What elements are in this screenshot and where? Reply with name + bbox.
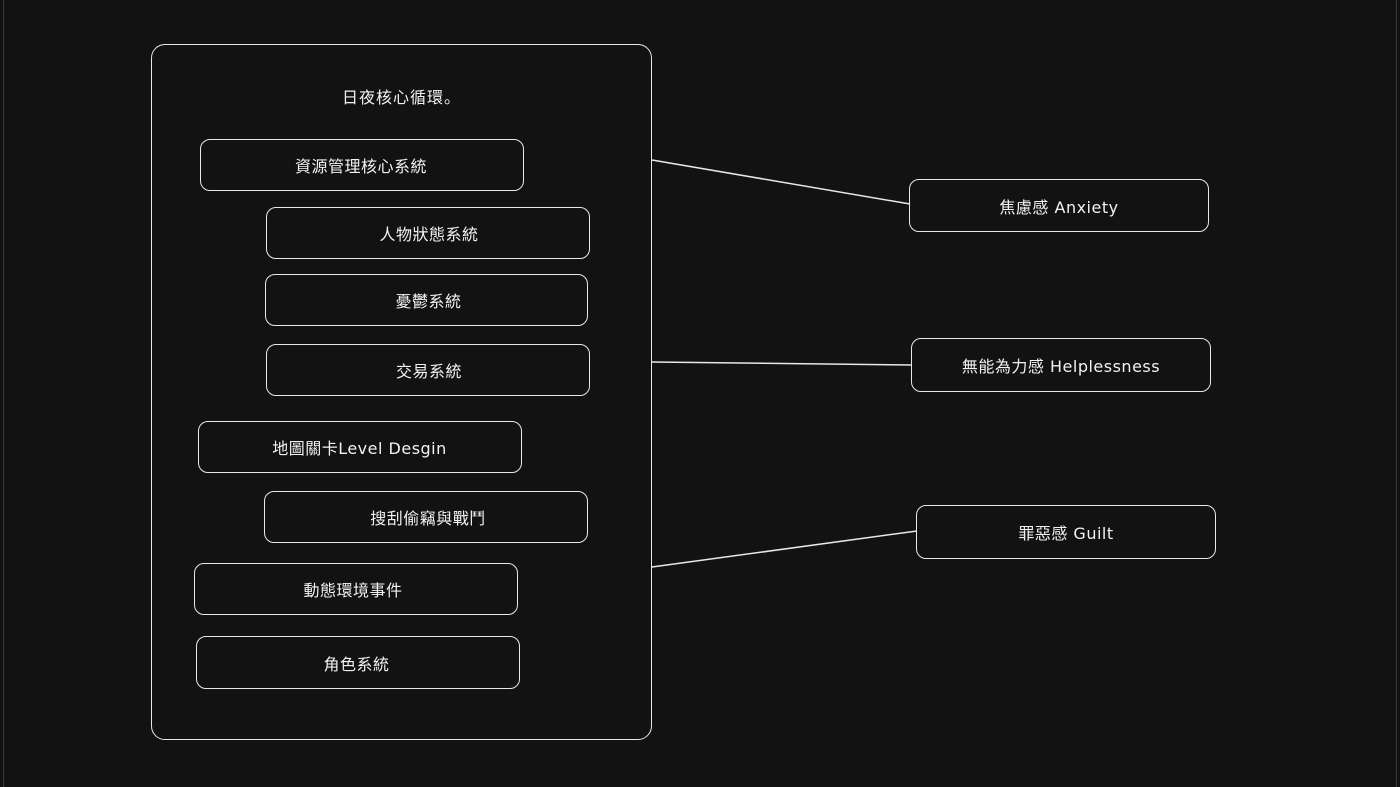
emotion-label: 罪惡感 Guilt (1018, 524, 1114, 543)
emotion-label: 無能為力感 Helplessness (961, 357, 1161, 376)
system-box-scavenge-steal-combat[interactable]: 搜刮偷竊與戰鬥 (264, 491, 588, 543)
system-box-depression[interactable]: 憂鬱系統 (265, 274, 588, 326)
core-loop-title: 日夜核心循環。 (341, 88, 461, 107)
system-label: 憂鬱系統 (395, 292, 462, 311)
system-box-level-design[interactable]: 地圖關卡Level Desgin (198, 421, 522, 473)
system-box-dynamic-events[interactable]: 動態環境事件 (194, 563, 518, 615)
system-label: 搜刮偷竊與戰鬥 (370, 509, 486, 528)
emotion-box-guilt[interactable]: 罪惡感 Guilt (916, 505, 1216, 559)
system-label: 動態環境事件 (303, 581, 403, 600)
system-label: 人物狀態系統 (379, 225, 479, 244)
core-loop-container[interactable] (151, 44, 652, 740)
connector-guilt (651, 530, 918, 568)
system-box-resource-management[interactable]: 資源管理核心系統 (200, 139, 524, 191)
connector-helplessness (651, 361, 912, 366)
emotion-label: 焦慮感 Anxiety (999, 197, 1119, 217)
system-box-character-status[interactable]: 人物狀態系統 (266, 207, 590, 259)
emotion-box-anxiety[interactable]: 焦慮感 Anxiety (909, 179, 1209, 232)
connector-anxiety (651, 159, 911, 205)
canvas-right-edge (1396, 0, 1397, 787)
system-box-character[interactable]: 角色系統 (196, 636, 520, 689)
system-label: 交易系統 (395, 362, 462, 381)
system-label: 地圖關卡Level Desgin (272, 439, 447, 458)
system-label: 資源管理核心系統 (294, 157, 427, 176)
canvas-left-edge (3, 0, 4, 787)
system-label: 角色系統 (323, 654, 390, 674)
system-box-trading[interactable]: 交易系統 (266, 344, 590, 396)
emotion-box-helplessness[interactable]: 無能為力感 Helplessness (911, 338, 1211, 392)
